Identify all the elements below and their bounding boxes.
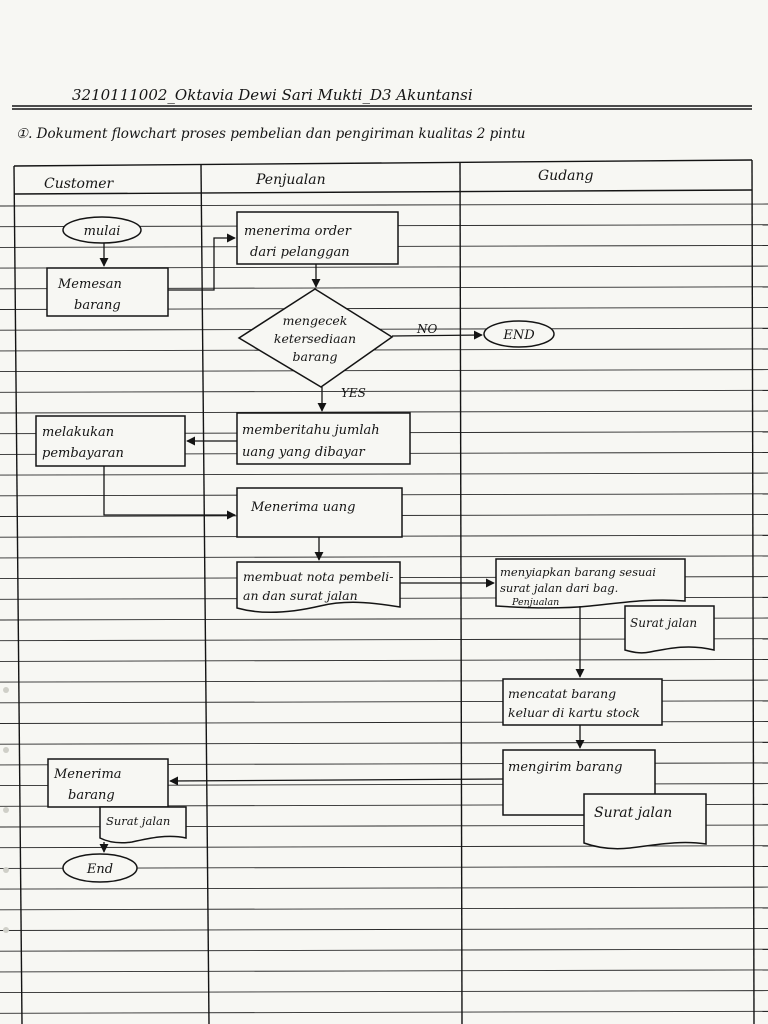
document-surat-jalan-gudang-1: Surat jalan: [624, 605, 715, 654]
decision-line-2: ketersediaan: [274, 331, 356, 346]
arrow-pembayaran-to-menerima-uang: [103, 466, 236, 520]
binding-hole: [3, 747, 9, 753]
process-mencatat-barang: mencatat barang keluar di kartu stock: [502, 678, 663, 726]
lane-divider-penjualan-gudang: [459, 161, 463, 1024]
lane-header-customer: Customer: [44, 176, 115, 192]
surat-jalan-2-label: Surat jalan: [594, 805, 672, 821]
memesan-barang-line-2: barang: [74, 298, 121, 313]
menyiapkan-line-3: Penjualan: [511, 597, 559, 608]
ruled-line: [0, 969, 768, 973]
binding-hole: [3, 807, 9, 813]
start-terminator: mulai: [62, 216, 142, 244]
ruled-line: [0, 555, 768, 559]
memesan-barang-line-1: Memesan: [57, 277, 122, 292]
menyiapkan-line-2: surat jalan dari bag.: [500, 581, 618, 595]
header-subtitle: ①. Dokument flowchart proses pembelian d…: [16, 126, 525, 142]
ruled-line: [0, 389, 768, 393]
ruled-line: [0, 658, 768, 662]
document-surat-jalan-customer: Surat jalan: [99, 806, 187, 844]
end-gudang-label: END: [502, 328, 535, 343]
header-title: 3210111002_Oktavia Dewi Sari Mukti_D3 Ak…: [72, 86, 473, 104]
document-surat-jalan-gudang-2: Surat jalan: [583, 793, 707, 850]
memberitahu-line-2: uang yang dibayar: [242, 445, 366, 460]
menerima-barang-line-2: barang: [68, 788, 115, 803]
menerima-order-line-2: dari pelanggan: [250, 245, 350, 260]
membuat-nota-line-1: membuat nota pembeli-: [243, 569, 394, 584]
mencatat-line-1: mencatat barang: [508, 686, 616, 701]
ruled-line: [0, 1010, 768, 1014]
edge-label-yes: YES: [341, 386, 366, 400]
lane-left-border: [13, 165, 23, 1024]
mencatat-line-2: keluar di kartu stock: [508, 705, 640, 720]
lane-header-gudang: Gudang: [538, 168, 594, 184]
pembayaran-line-2: pembayaran: [42, 446, 124, 461]
end-customer-label: End: [86, 862, 113, 877]
process-menerima-order: menerima order dari pelanggan: [236, 211, 399, 265]
ruled-line: [0, 348, 768, 352]
decision-line-3: barang: [293, 349, 338, 364]
binding-hole: [3, 867, 9, 873]
edge-label-no: NO: [416, 322, 438, 336]
surat-jalan-3-label: Surat jalan: [106, 814, 170, 828]
menerima-order-line-1: menerima order: [244, 224, 352, 239]
lane-header-penjualan: Penjualan: [255, 172, 326, 188]
ruled-line: [0, 472, 768, 476]
ruled-line: [0, 741, 768, 745]
process-menerima-uang: Menerima uang: [236, 487, 403, 538]
process-memesan-barang: Memesan barang: [46, 267, 169, 317]
menyiapkan-line-1: menyiapkan barang sesuai: [500, 565, 656, 579]
lane-top-border: [13, 159, 753, 167]
arrow-memesan-to-menerima-order: [168, 233, 236, 291]
ruled-line: [0, 886, 768, 890]
membuat-nota-line-2: an dan surat jalan: [243, 588, 358, 603]
ruled-line: [0, 327, 768, 331]
menerima-barang-line-1: Menerima: [53, 767, 122, 782]
ruled-line: [0, 203, 768, 207]
process-melakukan-pembayaran: melakukan pembayaran: [35, 415, 186, 467]
ruled-line: [0, 410, 768, 414]
swimlane-frame: [13, 159, 755, 1024]
ruled-line: [0, 990, 768, 994]
end-terminator-customer: End: [62, 853, 138, 883]
ruled-line: [0, 948, 768, 952]
arrow-decision-no-to-end: [391, 330, 483, 340]
lane-divider-customer-penjualan: [200, 163, 210, 1024]
ruled-line: [0, 907, 768, 911]
process-memberitahu-jumlah: memberitahu jumlah uang yang dibayar: [236, 412, 411, 465]
ruled-line: [0, 369, 768, 373]
lane-header-divider: [13, 189, 753, 195]
ruled-line: [0, 928, 768, 931]
connectors: [99, 233, 585, 853]
decision-line-1: mengecek: [283, 313, 348, 328]
surat-jalan-1-label: Surat jalan: [630, 616, 697, 630]
arrow-mengirim-to-menerima-barang: [169, 776, 504, 786]
binding-hole: [3, 687, 9, 693]
menerima-uang-label: Menerima uang: [250, 500, 355, 515]
document-membuat-nota: membuat nota pembeli- an dan surat jalan: [236, 561, 401, 614]
start-label: mulai: [84, 224, 121, 239]
pembayaran-line-1: melakukan: [42, 425, 114, 440]
binding-hole: [3, 927, 9, 933]
memberitahu-line-1: memberitahu jumlah: [242, 423, 380, 438]
mengirim-barang-label: mengirim barang: [508, 760, 622, 775]
lane-right-border: [751, 159, 755, 1024]
end-terminator-gudang: END: [483, 320, 555, 348]
process-menerima-barang: Menerima barang: [47, 758, 169, 808]
decision-mengecek-ketersediaan: mengecek ketersediaan barang: [237, 288, 394, 388]
document-menyiapkan-barang: menyiapkan barang sesuai surat jalan dar…: [495, 558, 686, 609]
